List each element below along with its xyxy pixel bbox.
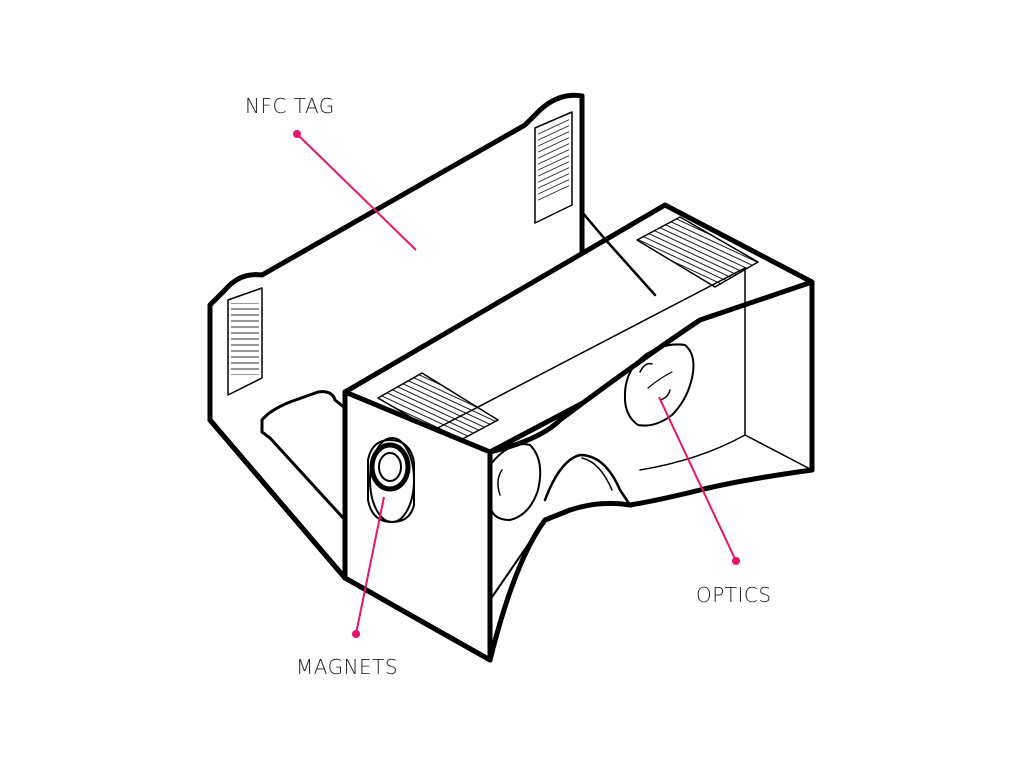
optics-label: OPTICS: [696, 583, 772, 607]
floor-tray: [260, 390, 347, 522]
right-lens: [623, 343, 695, 427]
back-flap-inner-right: [534, 111, 573, 224]
left-lens-mount: [489, 443, 542, 521]
top-strip-back: [636, 216, 759, 288]
nfc-leader-dot: [293, 130, 301, 138]
magnets-leader-dot: [352, 630, 360, 638]
optics-leader-dot: [732, 557, 740, 565]
magnets-label: MAGNETS: [296, 655, 399, 679]
nfc-tag-label: NFC TAG: [245, 94, 335, 118]
nfc-leader-line: [296, 133, 417, 251]
optics-leader-line: [658, 396, 737, 562]
nose-cutout: [543, 453, 632, 507]
back-flap-inner: [227, 287, 263, 396]
viewer-outline: [207, 92, 815, 663]
callouts: [293, 130, 740, 638]
magnets-leader-line: [355, 496, 385, 635]
magnet-ring: [369, 442, 411, 492]
